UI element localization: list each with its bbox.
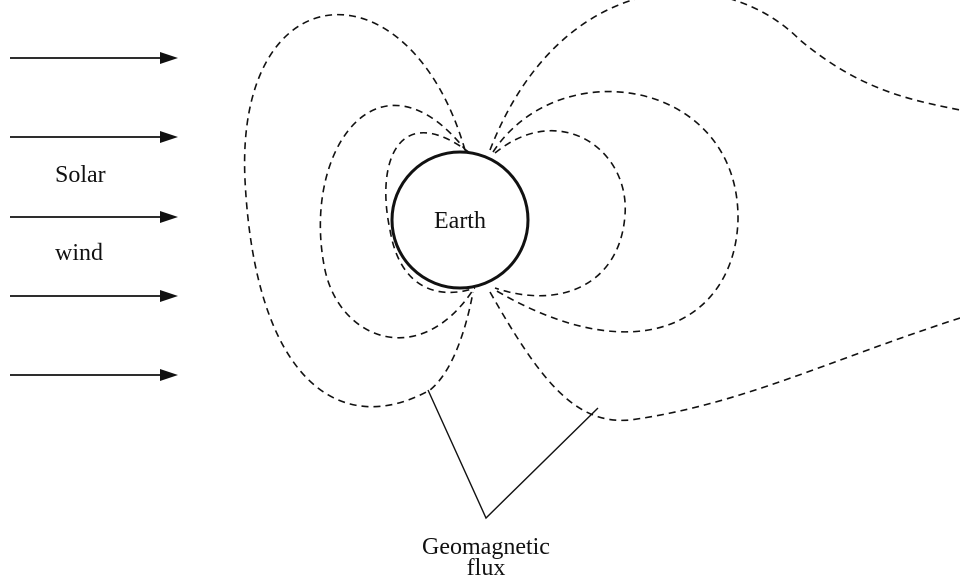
flux-label: flux	[467, 555, 506, 580]
solar-wind-arrow	[10, 290, 178, 302]
solar-wind-arrow	[10, 369, 178, 381]
geomagnetic-flux-pointer	[428, 390, 598, 518]
solar-wind-arrow	[10, 211, 178, 223]
solar-wind-arrow	[10, 131, 178, 143]
field-lines-nightside	[490, 0, 960, 420]
solar-wind-arrows	[10, 52, 178, 381]
field-line	[490, 0, 960, 150]
wind-label: wind	[55, 240, 103, 266]
solar-label: Solar	[55, 162, 106, 188]
field-line	[490, 292, 960, 420]
earth-label: Earth	[434, 208, 486, 234]
solar-wind-arrow	[10, 52, 178, 64]
